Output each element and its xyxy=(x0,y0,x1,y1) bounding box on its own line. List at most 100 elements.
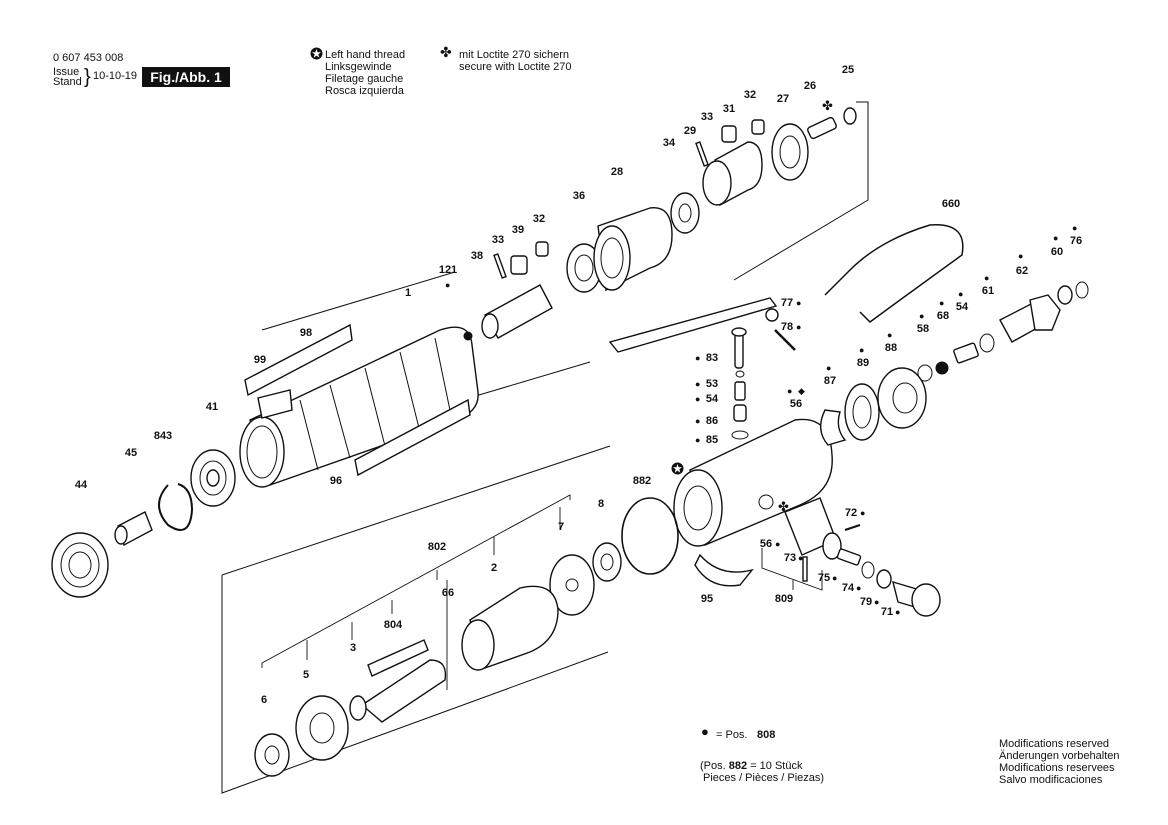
o-ring-part-58 xyxy=(917,364,933,382)
o-ring-part-85 xyxy=(731,430,749,440)
pin-part-33b xyxy=(695,141,709,167)
note-line-2: Pieces / Pièces / Piezas) xyxy=(703,772,825,784)
circlip-part-843 xyxy=(158,483,194,531)
callout-3: 3 xyxy=(349,642,357,654)
valve-pin-part-83 xyxy=(734,331,744,369)
callout-32b: 32 xyxy=(532,213,546,225)
ball-part-68 xyxy=(935,361,949,375)
marker-dot-54b: ● xyxy=(695,394,701,404)
callout-54b: 54 xyxy=(705,393,719,405)
callout-53: 53 xyxy=(705,378,719,390)
end-plate-part-5 xyxy=(295,695,349,761)
sleeve-part-96 xyxy=(354,398,471,477)
note-bold: 882 xyxy=(728,760,748,772)
stand-label: Stand xyxy=(53,76,82,88)
spring-part-54a xyxy=(734,381,746,401)
o-ring-part-76 xyxy=(1075,281,1089,299)
modifications-line-3: Modifications reservees xyxy=(999,762,1115,774)
callout-68: 68 xyxy=(936,310,950,322)
callout-58: 58 xyxy=(916,323,930,335)
marker-dot-54: ● xyxy=(958,289,964,299)
part-number: 0 607 453 008 xyxy=(53,52,124,64)
pin-part-72 xyxy=(844,524,861,531)
marker-dot-56: ● xyxy=(787,386,793,396)
ring-part-89 xyxy=(844,383,880,441)
motor-housing-part-56 xyxy=(673,418,833,547)
callout-96: 96 xyxy=(329,475,343,487)
marker-dot-75: ● xyxy=(832,573,838,583)
nut-part-44 xyxy=(51,532,109,598)
callout-6: 6 xyxy=(260,694,268,706)
legend-dot-icon: ● xyxy=(701,724,709,739)
callout-95: 95 xyxy=(700,593,714,605)
pin-part-33a xyxy=(493,253,507,279)
callout-27: 27 xyxy=(776,93,790,105)
inlet-part-62 xyxy=(999,294,1061,343)
callout-2: 2 xyxy=(490,562,498,574)
modifications-line-1: Modifications reserved xyxy=(999,738,1110,750)
o-ring-part-882 xyxy=(621,497,679,575)
callout-38: 38 xyxy=(470,250,484,262)
callout-804: 804 xyxy=(383,619,403,631)
callout-54: 54 xyxy=(955,301,969,313)
loctite-line-1: mit Loctite 270 sichern xyxy=(459,49,570,61)
housing-part-1 xyxy=(239,326,479,488)
callout-29: 29 xyxy=(683,125,697,137)
o-ring-part-74 xyxy=(861,561,875,579)
callout-86: 86 xyxy=(705,415,719,427)
callout-74: 74 xyxy=(841,582,855,594)
clover-icon: ✤ xyxy=(440,44,452,60)
callout-77: 77 xyxy=(780,297,794,309)
callout-28: 28 xyxy=(610,166,624,178)
marker-dot-78: ● xyxy=(796,322,802,332)
left-thread-line-4: Rosca izquierda xyxy=(325,85,404,97)
marker-dot-121: ● xyxy=(445,280,451,290)
marker-dot-61: ● xyxy=(984,273,990,283)
bearing-part-8 xyxy=(592,542,622,582)
left-thread-line-2: Linksgewinde xyxy=(325,61,392,73)
left-thread-line-3: Filetage gauche xyxy=(325,73,404,85)
callout-78: 78 xyxy=(780,321,794,333)
callout-73: 73 xyxy=(783,552,797,564)
lever-part-77 xyxy=(608,297,778,353)
rotor-part-3 xyxy=(349,659,447,723)
callout-71: 71 xyxy=(880,606,894,618)
marker-dot-86: ● xyxy=(695,416,701,426)
legend-pos-number: 808 xyxy=(757,729,776,741)
callout-44: 44 xyxy=(74,479,88,491)
o-ring-part-53 xyxy=(735,370,745,378)
marker-dot-56b: ● xyxy=(775,539,781,549)
callout-7: 7 xyxy=(557,521,565,533)
sleeve-part-86 xyxy=(733,404,747,422)
ring-part-87 xyxy=(820,409,847,446)
shield-part-95 xyxy=(694,553,754,587)
cylinder-part-2 xyxy=(461,585,559,671)
callout-75: 75 xyxy=(817,572,831,584)
callout-34: 34 xyxy=(662,137,676,149)
callout-85: 85 xyxy=(705,434,719,446)
ball-part-121 xyxy=(463,331,473,341)
callout-41: 41 xyxy=(205,401,219,413)
carrier-part-29 xyxy=(702,141,763,207)
callout-56: 56 xyxy=(789,398,803,410)
pin-part-73 xyxy=(802,556,808,582)
needle-part-32a xyxy=(535,241,549,257)
callout-1: 1 xyxy=(404,287,412,299)
marker-dot-76: ● xyxy=(1072,223,1078,233)
bearing-part-36 xyxy=(566,243,602,293)
marker-dot-85: ● xyxy=(695,435,701,445)
callout-33b: 33 xyxy=(491,234,505,246)
bearing-part-41 xyxy=(190,449,236,507)
legend-pos-text: = Pos. xyxy=(716,729,748,741)
callout-66: 66 xyxy=(441,587,455,599)
marker-dot-60: ● xyxy=(1053,233,1059,243)
marker-dot-88: ● xyxy=(887,330,893,340)
callout-76: 76 xyxy=(1069,235,1083,247)
figure-label: Fig./Abb. 1 xyxy=(142,67,230,87)
callout-39: 39 xyxy=(511,224,525,236)
issue-date: 10-10-19 xyxy=(93,70,138,82)
callout-660: 660 xyxy=(941,198,961,210)
group-bracket-809 xyxy=(761,548,823,591)
end-plate-part-7 xyxy=(549,554,595,616)
